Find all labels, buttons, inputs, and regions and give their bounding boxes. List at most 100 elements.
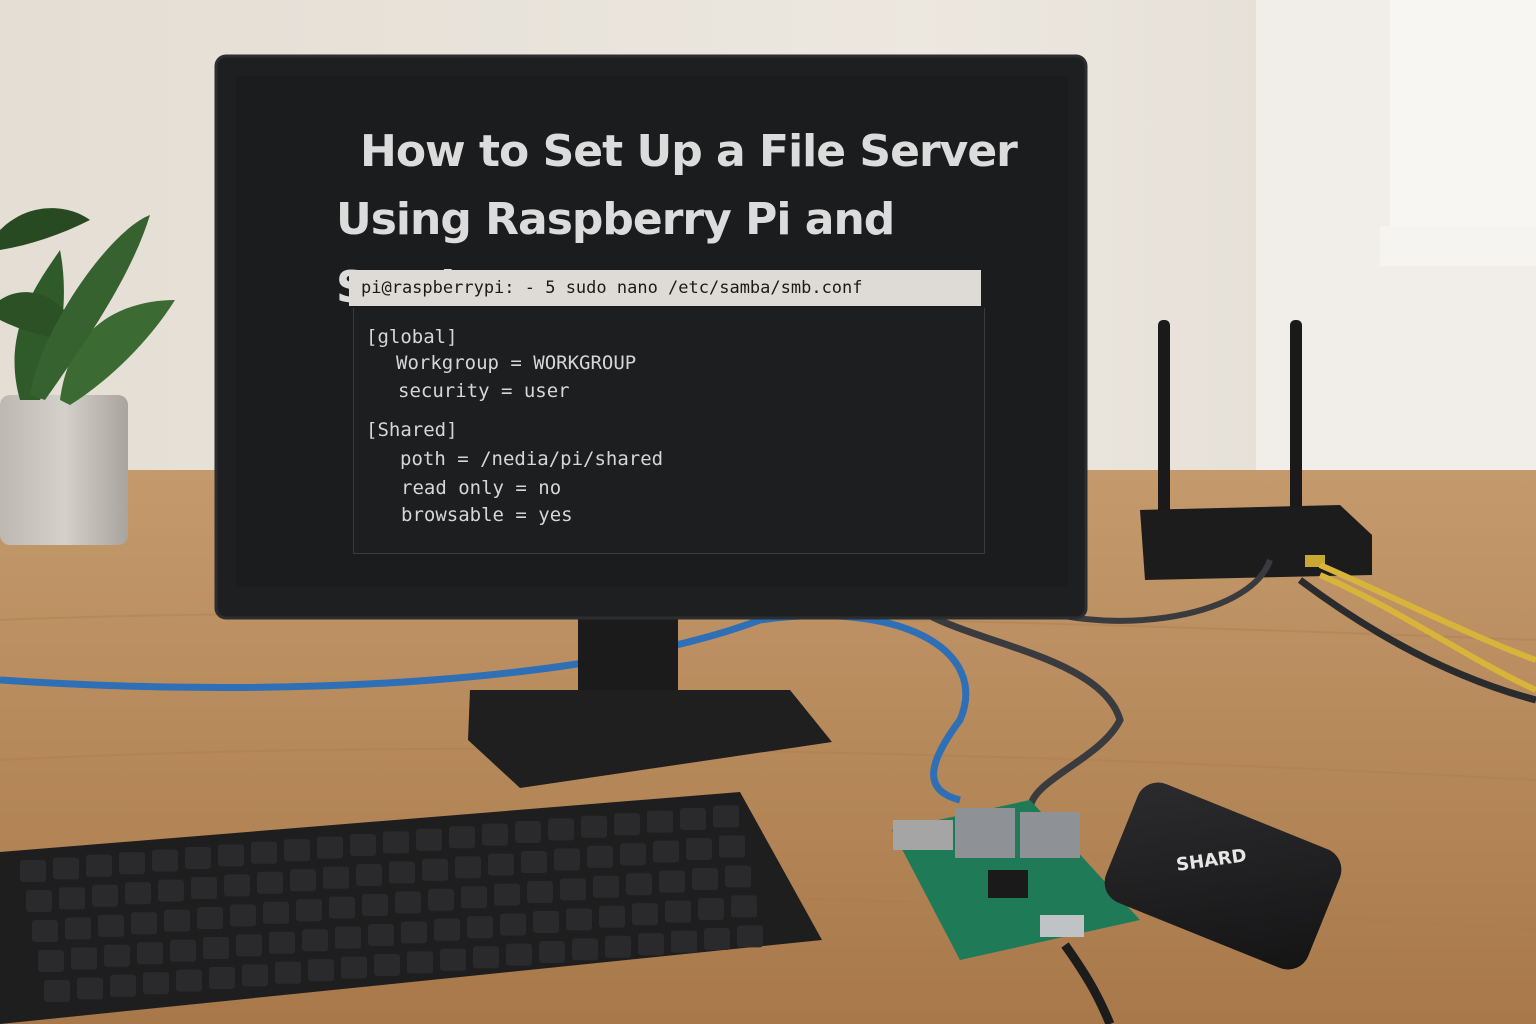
- keyboard-key: [209, 967, 235, 989]
- keyboard-key: [698, 898, 724, 920]
- window-light: [1390, 0, 1536, 226]
- keyboard-key: [572, 938, 598, 961]
- keyboard-key: [680, 808, 706, 830]
- keyboard-key: [308, 959, 334, 982]
- keyboard-key: [614, 813, 640, 836]
- keyboard-key: [59, 887, 85, 910]
- keyboard-key: [593, 875, 619, 898]
- keyboard-key: [653, 840, 679, 863]
- keyboard-key: [560, 878, 586, 901]
- keyboard-key: [197, 907, 223, 929]
- keyboard-key: [341, 956, 367, 979]
- keyboard-key: [125, 882, 151, 905]
- keyboard-key: [581, 815, 607, 838]
- config-section-global: [global]: [366, 326, 458, 348]
- keyboard-key: [65, 917, 91, 940]
- config-read-only: read only = no: [401, 477, 562, 499]
- keyboard-key: [98, 914, 124, 937]
- config-section-shared: [Shared]: [366, 419, 458, 441]
- keyboard-key: [500, 913, 526, 936]
- keyboard-key: [53, 857, 79, 880]
- keyboard-key: [659, 870, 685, 893]
- keyboard-key: [236, 934, 262, 957]
- keyboard-key: [686, 838, 712, 860]
- keyboard-key: [494, 883, 520, 906]
- keyboard-key: [704, 928, 730, 950]
- title-line-1: How to Set Up a File Server: [360, 126, 1018, 177]
- keyboard-key: [176, 969, 202, 992]
- keyboard-key: [527, 881, 553, 903]
- keyboard-key: [152, 849, 178, 872]
- keyboard-key: [506, 943, 532, 966]
- monitor-screen: How to Set Up a File Server Using Raspbe…: [236, 76, 1068, 586]
- keyboard-key: [428, 888, 454, 911]
- terminal-command-bar: pi@raspberrypi: - 5 sudo nano /etc/samba…: [349, 270, 981, 306]
- monitor-bezel-edge: [214, 54, 1088, 620]
- keyboard-key: [422, 858, 448, 881]
- config-workgroup: Workgroup = WORKGROUP: [396, 352, 637, 374]
- window-sill: [1380, 226, 1536, 266]
- keyboard-key: [143, 972, 169, 995]
- config-security: security = user: [398, 380, 570, 402]
- keyboard-key: [515, 821, 541, 843]
- keyboard-key: [203, 937, 229, 959]
- keyboard-key: [230, 904, 256, 927]
- keyboard-key: [104, 944, 130, 967]
- keyboard-key: [434, 918, 460, 941]
- keyboard-key: [731, 895, 757, 918]
- keyboard-key: [620, 843, 646, 866]
- keyboard-key: [269, 931, 295, 954]
- keyboard-key: [302, 929, 328, 952]
- keyboard-key: [416, 828, 442, 851]
- keyboard-key: [539, 941, 565, 963]
- keyboard-key: [218, 844, 244, 867]
- keyboard-key: [638, 933, 664, 956]
- keyboard-key: [263, 901, 289, 924]
- keyboard-key: [374, 954, 400, 976]
- keyboard-key: [275, 961, 301, 984]
- keyboard-key: [335, 926, 361, 949]
- keyboard-key: [32, 920, 58, 942]
- keyboard-key: [170, 939, 196, 962]
- keyboard-key: [488, 853, 514, 876]
- keyboard-key: [323, 866, 349, 889]
- keyboard-key: [362, 894, 388, 916]
- keyboard-key: [713, 805, 739, 828]
- keyboard-key: [368, 924, 394, 946]
- keyboard-key: [671, 930, 697, 953]
- keyboard-key: [158, 879, 184, 902]
- keyboard-key: [521, 851, 547, 873]
- keyboard-key: [242, 964, 268, 987]
- keyboard-key: [356, 864, 382, 886]
- keyboard-key: [548, 818, 574, 841]
- keyboard-key: [587, 845, 613, 868]
- keyboard: [0, 792, 822, 1024]
- keyboard-key: [389, 861, 415, 884]
- keyboard-key: [38, 950, 64, 972]
- keyboard-key: [44, 980, 70, 1002]
- keyboard-key: [647, 810, 673, 833]
- keyboard-key: [599, 905, 625, 928]
- keyboard-key: [86, 854, 112, 877]
- keyboard-key: [482, 823, 508, 846]
- wifi-router: [1140, 320, 1372, 580]
- keyboard-key: [554, 848, 580, 871]
- keyboard-key: [383, 831, 409, 854]
- keyboard-key: [191, 877, 217, 899]
- keyboard-key: [395, 891, 421, 914]
- keyboard-key: [164, 909, 190, 932]
- keyboard-key: [77, 977, 103, 1000]
- raspberry-pi-board: [892, 800, 1140, 960]
- keyboard-key: [632, 903, 658, 926]
- config-editor: [353, 308, 985, 554]
- keyboard-key: [329, 896, 355, 919]
- usb-cable: [1061, 942, 1115, 1024]
- keyboard-key: [692, 868, 718, 890]
- keyboard-key: [467, 916, 493, 939]
- config-path: poth = /nedia/pi/shared: [400, 448, 664, 470]
- keyboard-key: [533, 911, 559, 933]
- keyboard-key: [725, 865, 751, 888]
- keyboard-key: [290, 869, 316, 892]
- keyboard-key: [137, 942, 163, 965]
- router-cable-right: [1297, 577, 1536, 704]
